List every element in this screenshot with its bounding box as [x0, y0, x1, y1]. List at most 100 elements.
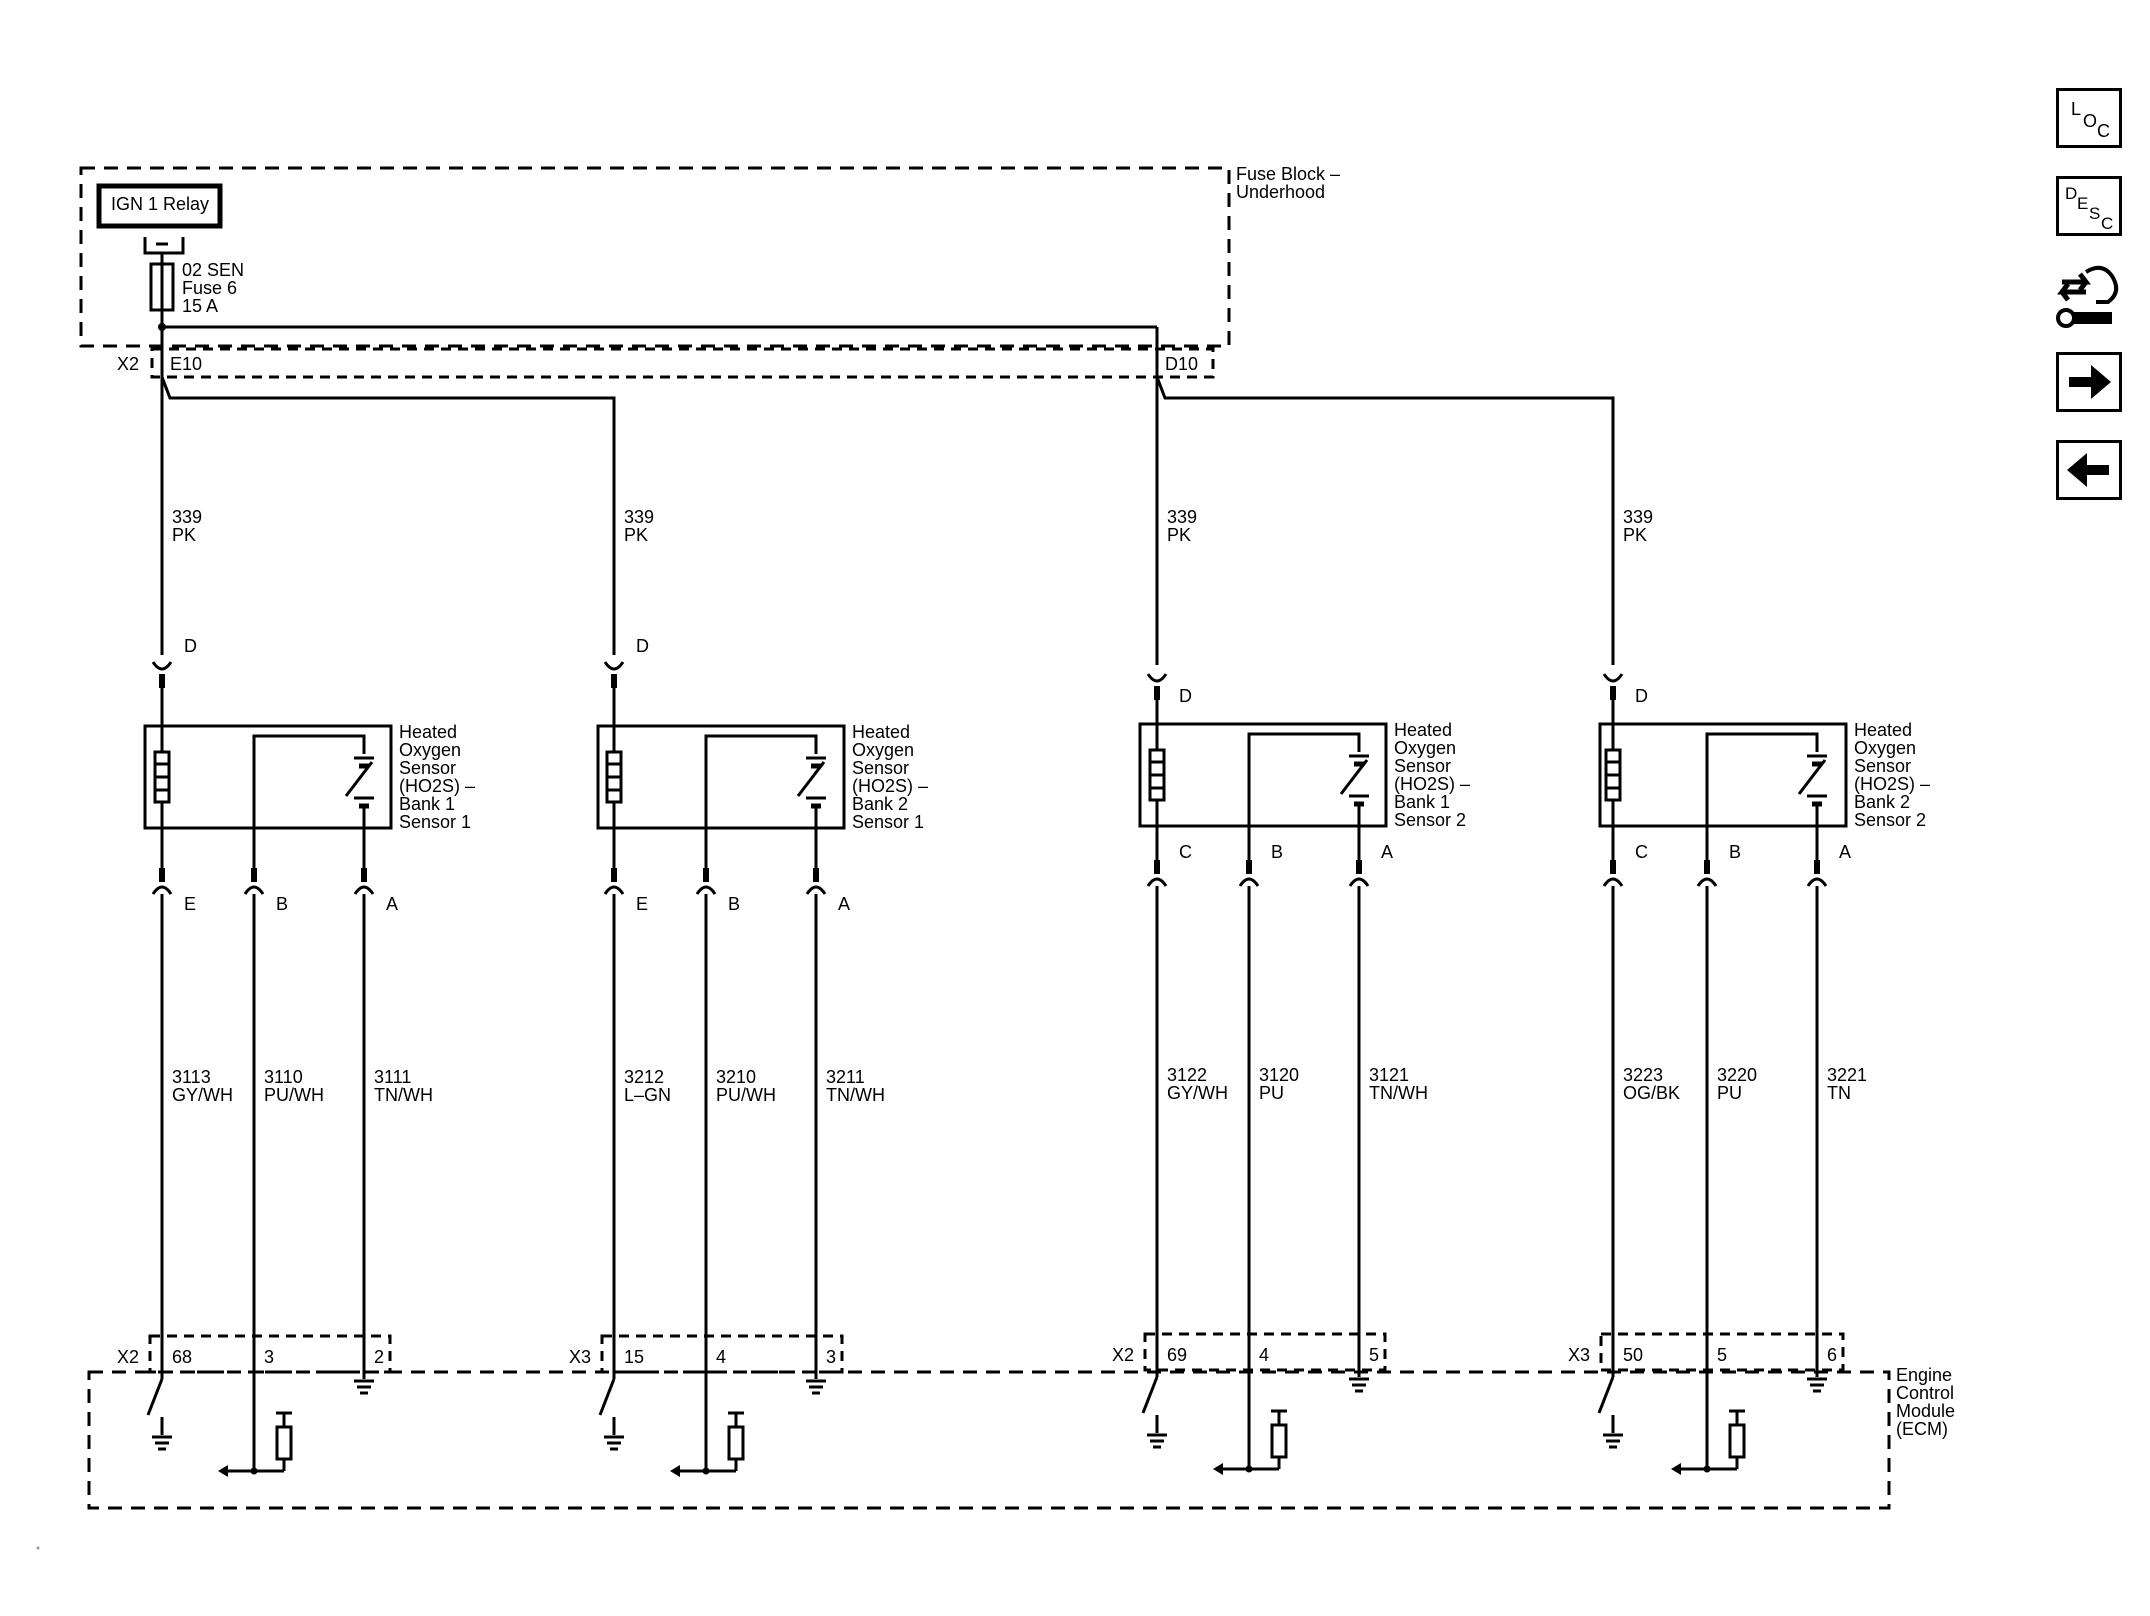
sensor-name-line: (HO2S) – — [1854, 774, 1930, 794]
sensor-pin-connector — [151, 868, 173, 895]
desc-button[interactable]: D E S C — [2056, 176, 2122, 236]
fuse-label-3: 15 A — [182, 296, 218, 316]
ecm-pin-number: 69 — [1167, 1345, 1187, 1365]
ecm-pin-number: 15 — [624, 1347, 644, 1367]
ecm-pin-number: 5 — [1717, 1345, 1727, 1365]
wire-circuit-number: 3121 — [1369, 1065, 1409, 1085]
ecm-low-reference-ground — [354, 1379, 374, 1395]
sensor-name-line: Oxygen — [1394, 738, 1456, 758]
sensor-name-line: Bank 1 — [1394, 792, 1450, 812]
ecm-ground — [604, 1435, 624, 1451]
wire-color: TN — [1827, 1083, 1851, 1103]
fuse-block-pin-e10: E10 — [170, 354, 202, 374]
ecm-switch — [146, 1378, 164, 1416]
sensor-pin-label: B — [728, 894, 740, 914]
sensor-pin-connector — [1238, 860, 1260, 887]
wire-circuit-number: 3220 — [1717, 1065, 1757, 1085]
wire-circuit-number: 3211 — [826, 1067, 865, 1087]
power-wire-color: PK — [1623, 525, 1647, 545]
ecm-input-arrow — [1671, 1463, 1681, 1475]
sensor-name-line: Heated — [852, 722, 910, 742]
fuse-block-outline — [79, 166, 1231, 348]
power-wire-circuit: 339 — [624, 507, 654, 527]
previous-page-button[interactable] — [2056, 440, 2122, 500]
sensor-pin-connector — [243, 868, 265, 895]
fuse-block-label-1: Fuse Block – — [1236, 164, 1340, 184]
sensor-name-line: Sensor — [852, 758, 909, 778]
power-wire-circuit: 339 — [172, 507, 202, 527]
wire-circuit-number: 3210 — [716, 1067, 756, 1087]
sensor-pin-connector — [353, 868, 375, 895]
sensor-box — [596, 724, 846, 830]
ecm-switch — [1141, 1376, 1159, 1414]
sensor-pin-label: B — [1271, 842, 1283, 862]
sensor-name-line: Heated — [1394, 720, 1452, 740]
connector-wrench-button[interactable] — [2056, 262, 2122, 332]
ecm-ground — [1603, 1433, 1623, 1449]
desc-icon: D E S C — [2065, 184, 2113, 233]
ecm-pin-number: 3 — [826, 1347, 836, 1367]
sensor-pin-connector — [1348, 860, 1370, 887]
sensor-pin-label: E — [636, 894, 648, 914]
sensor-power-pin-label: D — [1635, 686, 1648, 706]
ecm-input-arrow — [670, 1465, 680, 1477]
ecm-connector-name: X3 — [569, 1347, 591, 1367]
sensor-pin-label: B — [1729, 842, 1741, 862]
ecm-pin-number: 6 — [1827, 1345, 1837, 1365]
loc-letter-o: O — [2083, 111, 2097, 131]
sensor-pin-label: A — [1839, 842, 1851, 862]
sensor-name-line: (HO2S) – — [852, 776, 928, 796]
ecm-connector-name: X2 — [117, 1347, 139, 1367]
sensor-power-pin-label: D — [184, 636, 197, 656]
ign-relay-label: IGN 1 Relay — [111, 194, 209, 214]
sensor-pin-connector — [695, 868, 717, 895]
sensor-name-line: Bank 1 — [399, 794, 455, 814]
ecm-resistor — [1728, 1423, 1746, 1459]
loc-letter-l: L — [2071, 99, 2081, 119]
sensor-name-line: Sensor — [1394, 756, 1451, 776]
sensor-switch — [1797, 759, 1827, 795]
sensor-name-line: Heated — [399, 722, 457, 742]
wire-color: TN/WH — [374, 1085, 433, 1105]
ecm-switch — [1597, 1376, 1615, 1414]
ecm-ground — [152, 1435, 172, 1451]
ecm-low-reference-ground — [1349, 1377, 1369, 1393]
sensor-pin-connector — [1696, 860, 1718, 887]
fuse-block-pin-d10: D10 — [1165, 354, 1198, 374]
loc-button[interactable]: L O C — [2056, 88, 2122, 148]
wire-circuit-number: 3120 — [1259, 1065, 1299, 1085]
sensor-name-line: Heated — [1854, 720, 1912, 740]
ecm-resistor — [727, 1425, 745, 1461]
wire-color: PU/WH — [264, 1085, 324, 1105]
wire-circuit-number: 3113 — [172, 1067, 211, 1087]
wire-circuit-number: 3110 — [264, 1067, 303, 1087]
ecm-resistor — [1270, 1423, 1288, 1459]
wire-color: OG/BK — [1623, 1083, 1680, 1103]
sensor-name-line: Bank 2 — [852, 794, 908, 814]
sensor-pin-connector — [805, 868, 827, 895]
wire-circuit-number: 3122 — [1167, 1065, 1207, 1085]
sensor-pin-label: E — [184, 894, 196, 914]
sensor-name-line: Bank 2 — [1854, 792, 1910, 812]
sensor-name-line: Sensor 2 — [1394, 810, 1466, 830]
wire-circuit-number: 3221 — [1827, 1065, 1867, 1085]
sensor-name-line: Sensor — [399, 758, 456, 778]
wire-circuit-number: 3223 — [1623, 1065, 1663, 1085]
wire-color: L–GN — [624, 1085, 671, 1105]
ecm-pin-number: 68 — [172, 1347, 192, 1367]
sensor-pin-connector — [603, 868, 625, 895]
wire-circuit-number: 3212 — [624, 1067, 664, 1087]
ecm-label-4: (ECM) — [1896, 1419, 1948, 1439]
next-page-button[interactable] — [2056, 352, 2122, 412]
desc-letter-d: D — [2065, 184, 2077, 203]
ecm-outline — [87, 1370, 1891, 1510]
fuse-block-connector-e10 — [150, 347, 1215, 379]
power-wire-color: PK — [1167, 525, 1191, 545]
power-wire-color: PK — [624, 525, 648, 545]
sensor-name-line: Oxygen — [399, 740, 461, 760]
